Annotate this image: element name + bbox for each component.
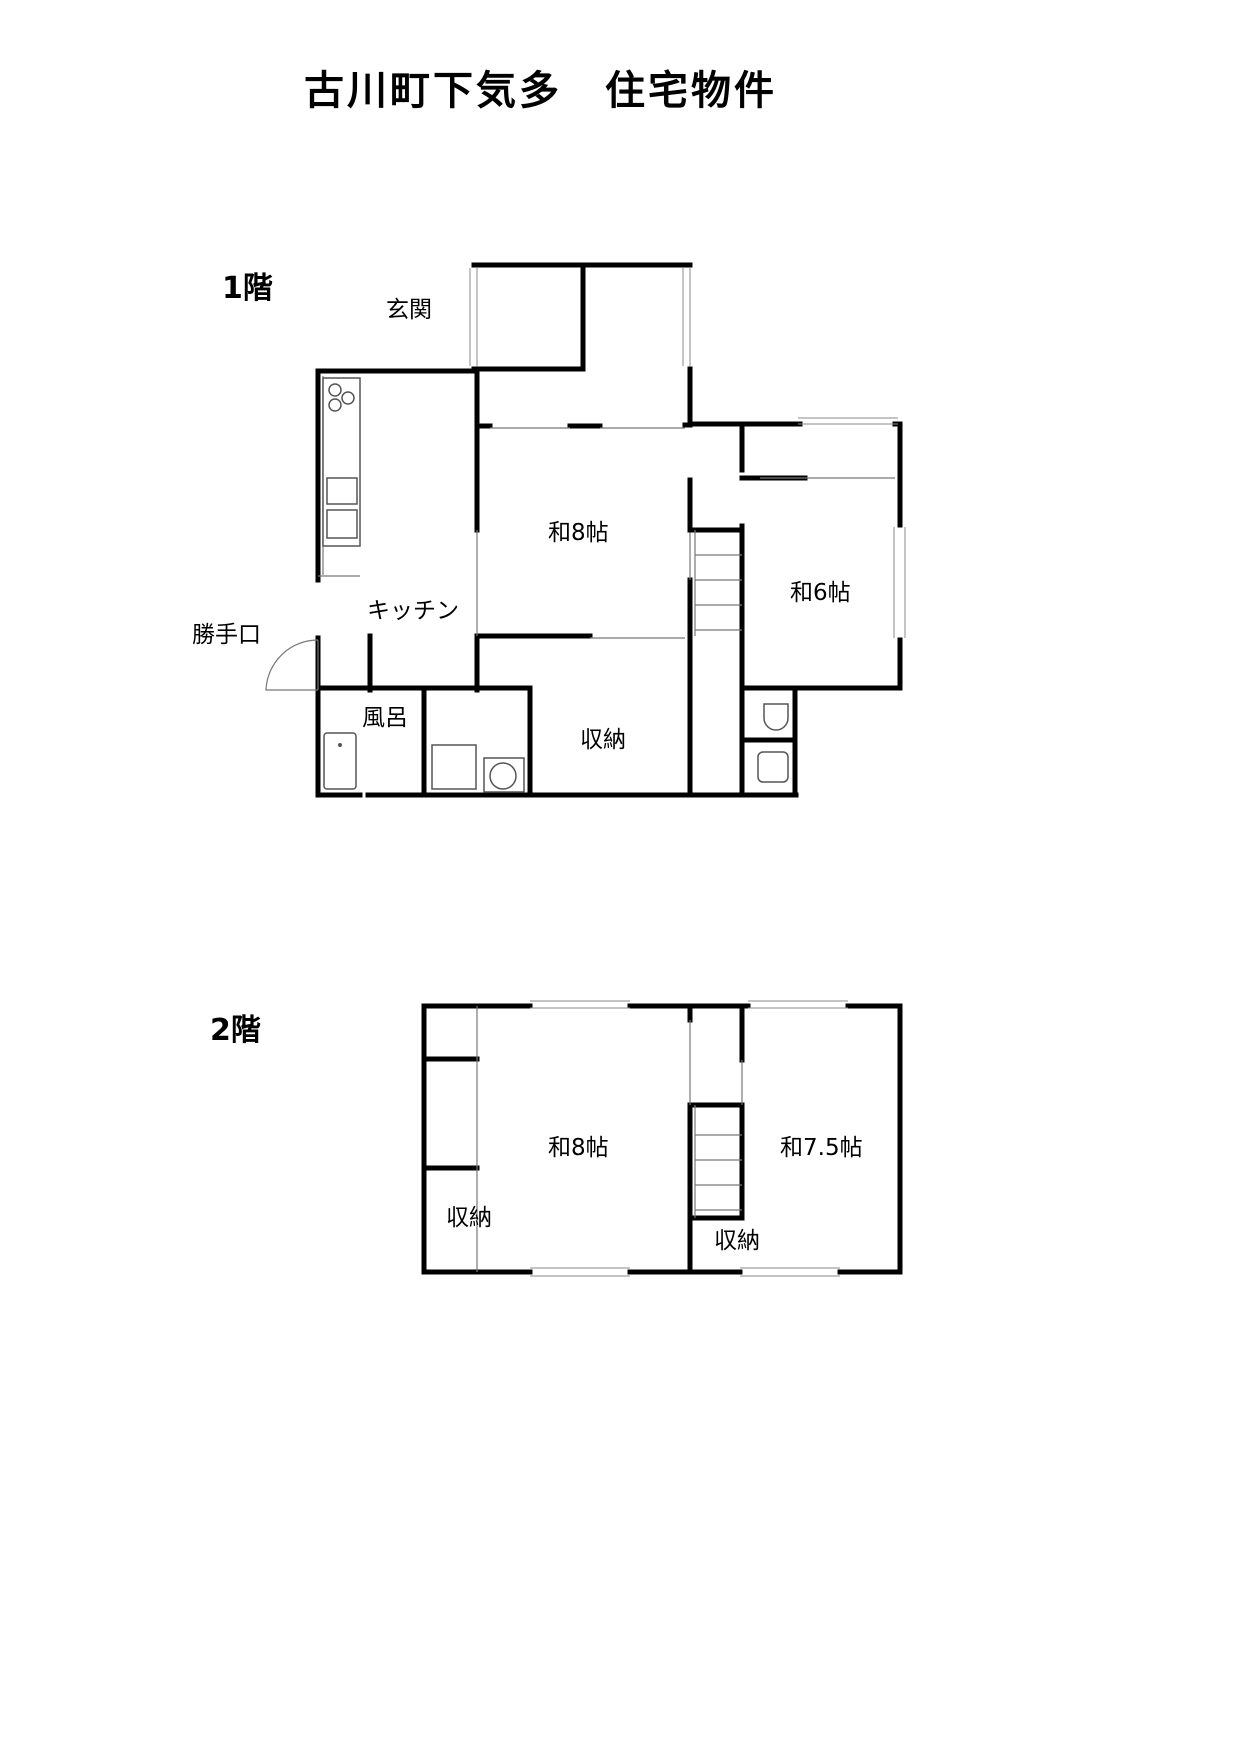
- entrance-area: [469, 262, 693, 372]
- bath-fixtures: [323, 732, 525, 793]
- label-japanese-8-1f: 和8帖: [548, 520, 609, 546]
- floor-label-2f: 2階: [210, 1013, 261, 1048]
- back-door-swing: [265, 635, 373, 693]
- label-back-door: 勝手口: [192, 622, 261, 648]
- toilet-fixtures: [757, 703, 789, 783]
- label-storage-1f: 収納: [580, 727, 626, 753]
- label-japanese-8-2f: 和8帖: [548, 1135, 609, 1161]
- partitions-2f: [476, 1006, 743, 1272]
- label-japanese-6: 和6帖: [790, 580, 851, 606]
- page-title: 古川町下気多 住宅物件: [304, 68, 777, 114]
- label-entrance: 玄関: [386, 297, 432, 323]
- floor-plan-1f: 玄関 キッチン 勝手口 風呂 和8帖 和6帖 収納: [192, 262, 906, 798]
- windows-1f: [798, 417, 906, 638]
- kitchen-counter: [322, 377, 361, 547]
- staircase-1f: [687, 527, 745, 636]
- staircase-2f: [694, 1105, 742, 1218]
- floor-label-1f: 1階: [222, 271, 273, 306]
- label-storage-2f-left: 収納: [446, 1205, 492, 1231]
- walls-1f: [315, 366, 903, 798]
- walls-2f: [421, 1003, 903, 1275]
- label-kitchen: キッチン: [367, 598, 459, 624]
- windows-2f: [530, 1000, 848, 1277]
- label-bath: 風呂: [362, 705, 408, 731]
- floor-plan-2f: 和8帖 和7.5帖 収納 収納: [421, 1000, 903, 1277]
- label-storage-2f-right: 収納: [714, 1228, 760, 1254]
- label-japanese-7-5: 和7.5帖: [780, 1135, 863, 1161]
